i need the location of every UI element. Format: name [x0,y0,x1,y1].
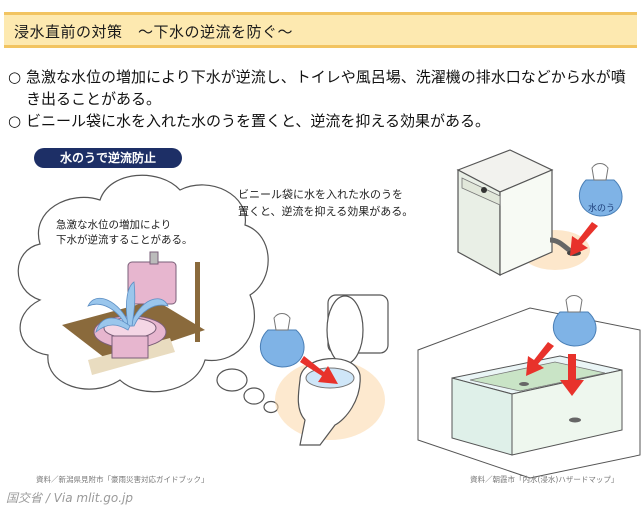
water-bag-label: 水のう [588,204,616,214]
washing-machine-icon [456,149,590,277]
center-note: ビニール袋に水を入れた水のうを 置くと、逆流を抑える効果がある。 [238,188,414,218]
bullet-list: ○ 急激な水位の増加により下水が逆流し、トイレや風呂場、洗濯機の排水口などから水… [8,66,636,132]
water-spray-icon [87,281,169,334]
bullet-mark: ○ [8,112,22,130]
slide: 浸水直前の対策 ～下水の逆流を防ぐ～ ○ 急激な水位の増加により下水が逆流し、ト… [4,12,641,484]
arrow-icon [300,356,338,384]
water-bag-icon [260,313,305,368]
bullet-item: ○ ビニール袋に水を入れた水のうを置くと、逆流を抑える効果がある。 [8,110,636,132]
source-note-left: 資料／新潟県見附市「豪雨災害対応ガイドブック」 [36,475,209,484]
toilet-icon [275,294,389,446]
illustration [17,149,641,479]
image-credit: 国交省 / Via mlit.go.jp [6,491,133,505]
bullet-item: ○ 急激な水位の増加により下水が逆流し、トイレや風呂場、洗濯機の排水口などから水… [8,66,636,110]
thought-bubble-note: 急激な水位の増加により 下水が逆流することがある。 [56,219,193,246]
bullet-text: 急激な水位の増加により下水が逆流し、トイレや風呂場、洗濯機の排水口などから水が噴… [26,68,626,108]
bathroom-icon [417,307,641,479]
illustration-badge: 水のうで逆流防止 [34,148,182,168]
water-bag-icon [552,295,597,347]
page-title: 浸水直前の対策 ～下水の逆流を防ぐ～ [14,23,294,41]
source-note-right: 資料／朝霞市「内水(浸水)ハザードマップ」 [470,475,619,484]
arrow-icon [560,354,584,396]
arrow-icon [570,222,598,256]
water-bag-icon [578,163,623,217]
title-bar: 浸水直前の対策 ～下水の逆流を防ぐ～ [4,12,637,48]
bullet-mark: ○ [8,68,22,86]
bullet-text: ビニール袋に水を入れた水のうを置くと、逆流を抑える効果がある。 [26,112,490,130]
arrow-icon [526,342,554,376]
